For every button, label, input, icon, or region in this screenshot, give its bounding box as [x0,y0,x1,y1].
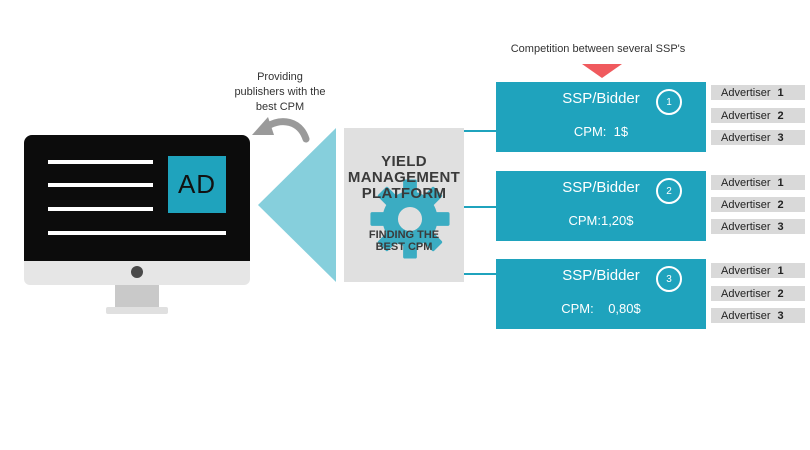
advertiser-tag: Advertiser 2 [711,108,805,123]
text-line [48,160,153,164]
advertiser-number: 2 [777,198,784,211]
advertiser-number: 3 [777,220,784,233]
ssp-cpm: CPM:1,20$ [568,213,634,228]
advertiser-label: Advertiser [721,198,771,211]
monitor-stand [115,285,159,309]
advertiser-tag: Advertiser 2 [711,286,805,301]
advertiser-label: Advertiser [721,131,771,144]
platform-title-line: PLATFORM [361,185,447,202]
monitor-base [106,307,168,314]
platform-subtitle-line: FINDING THE [368,229,440,241]
curved-arrow-icon [252,117,310,143]
advertiser-label: Advertiser [721,176,771,189]
advertiser-label: Advertiser [721,220,771,233]
power-button-icon [131,266,143,278]
ssp-title: SSP/Bidder [562,267,640,284]
advertiser-tag: Advertiser 1 [711,175,805,190]
ssp-number-badge: 1 [656,89,682,115]
advertiser-number: 1 [777,86,784,99]
monitor-screen: AD [24,135,250,261]
advertiser-label: Advertiser [721,86,771,99]
advertiser-label: Advertiser [721,264,771,277]
advertiser-number: 1 [777,176,784,189]
advertiser-number: 2 [777,287,784,300]
providing-line: best CPM [255,101,305,113]
platform-title-line: MANAGEMENT [347,169,461,186]
advertiser-tag: Advertiser 1 [711,85,805,100]
text-line [48,231,226,235]
providing-line: publishers with the [234,86,326,98]
platform-title: YIELD MANAGEMENT PLATFORM [338,154,470,202]
advertiser-tag: Advertiser 3 [711,308,805,323]
ssp-bidder-3: SSP/Bidder 3 CPM: 0,80$ [496,259,706,329]
connector-line [464,206,496,208]
connector-line [464,273,496,275]
advertiser-tag: Advertiser 2 [711,197,805,212]
advertiser-tag: Advertiser 3 [711,130,805,145]
advertiser-tag: Advertiser 3 [711,219,805,234]
ssp-number-badge: 2 [656,178,682,204]
funnel-arrow-icon [258,128,336,282]
text-line [48,207,153,211]
advertiser-label: Advertiser [721,109,771,122]
advertiser-tag: Advertiser 1 [711,263,805,278]
connector-line [464,130,496,132]
competition-marker-icon [582,64,622,78]
ad-box: AD [168,156,226,213]
gear-icon [370,179,450,259]
ssp-cpm: CPM: 0,80$ [561,301,641,316]
platform-subtitle-line: BEST CPM [375,241,433,253]
advertiser-number: 2 [777,109,784,122]
advertiser-label: Advertiser [721,309,771,322]
competition-label: Competition between several SSP's [510,43,686,55]
advertiser-number: 3 [777,309,784,322]
ssp-number-badge: 3 [656,266,682,292]
providing-label: Providing publishers with the best CPM [210,70,350,115]
monitor: AD [24,135,250,315]
ssp-title: SSP/Bidder [562,179,640,196]
ssp-cpm: CPM: 1$ [573,124,629,139]
advertiser-number: 3 [777,131,784,144]
ssp-bidder-1: SSP/Bidder 1 CPM: 1$ [496,82,706,152]
platform-subtitle: FINDING THE BEST CPM [344,229,464,253]
text-line [48,183,153,187]
ssp-title: SSP/Bidder [562,90,640,107]
advertiser-label: Advertiser [721,287,771,300]
providing-line: Providing [257,71,303,83]
ssp-bidder-2: SSP/Bidder 2 CPM:1,20$ [496,171,706,241]
platform-title-line: YIELD [381,153,427,170]
advertiser-number: 1 [777,264,784,277]
